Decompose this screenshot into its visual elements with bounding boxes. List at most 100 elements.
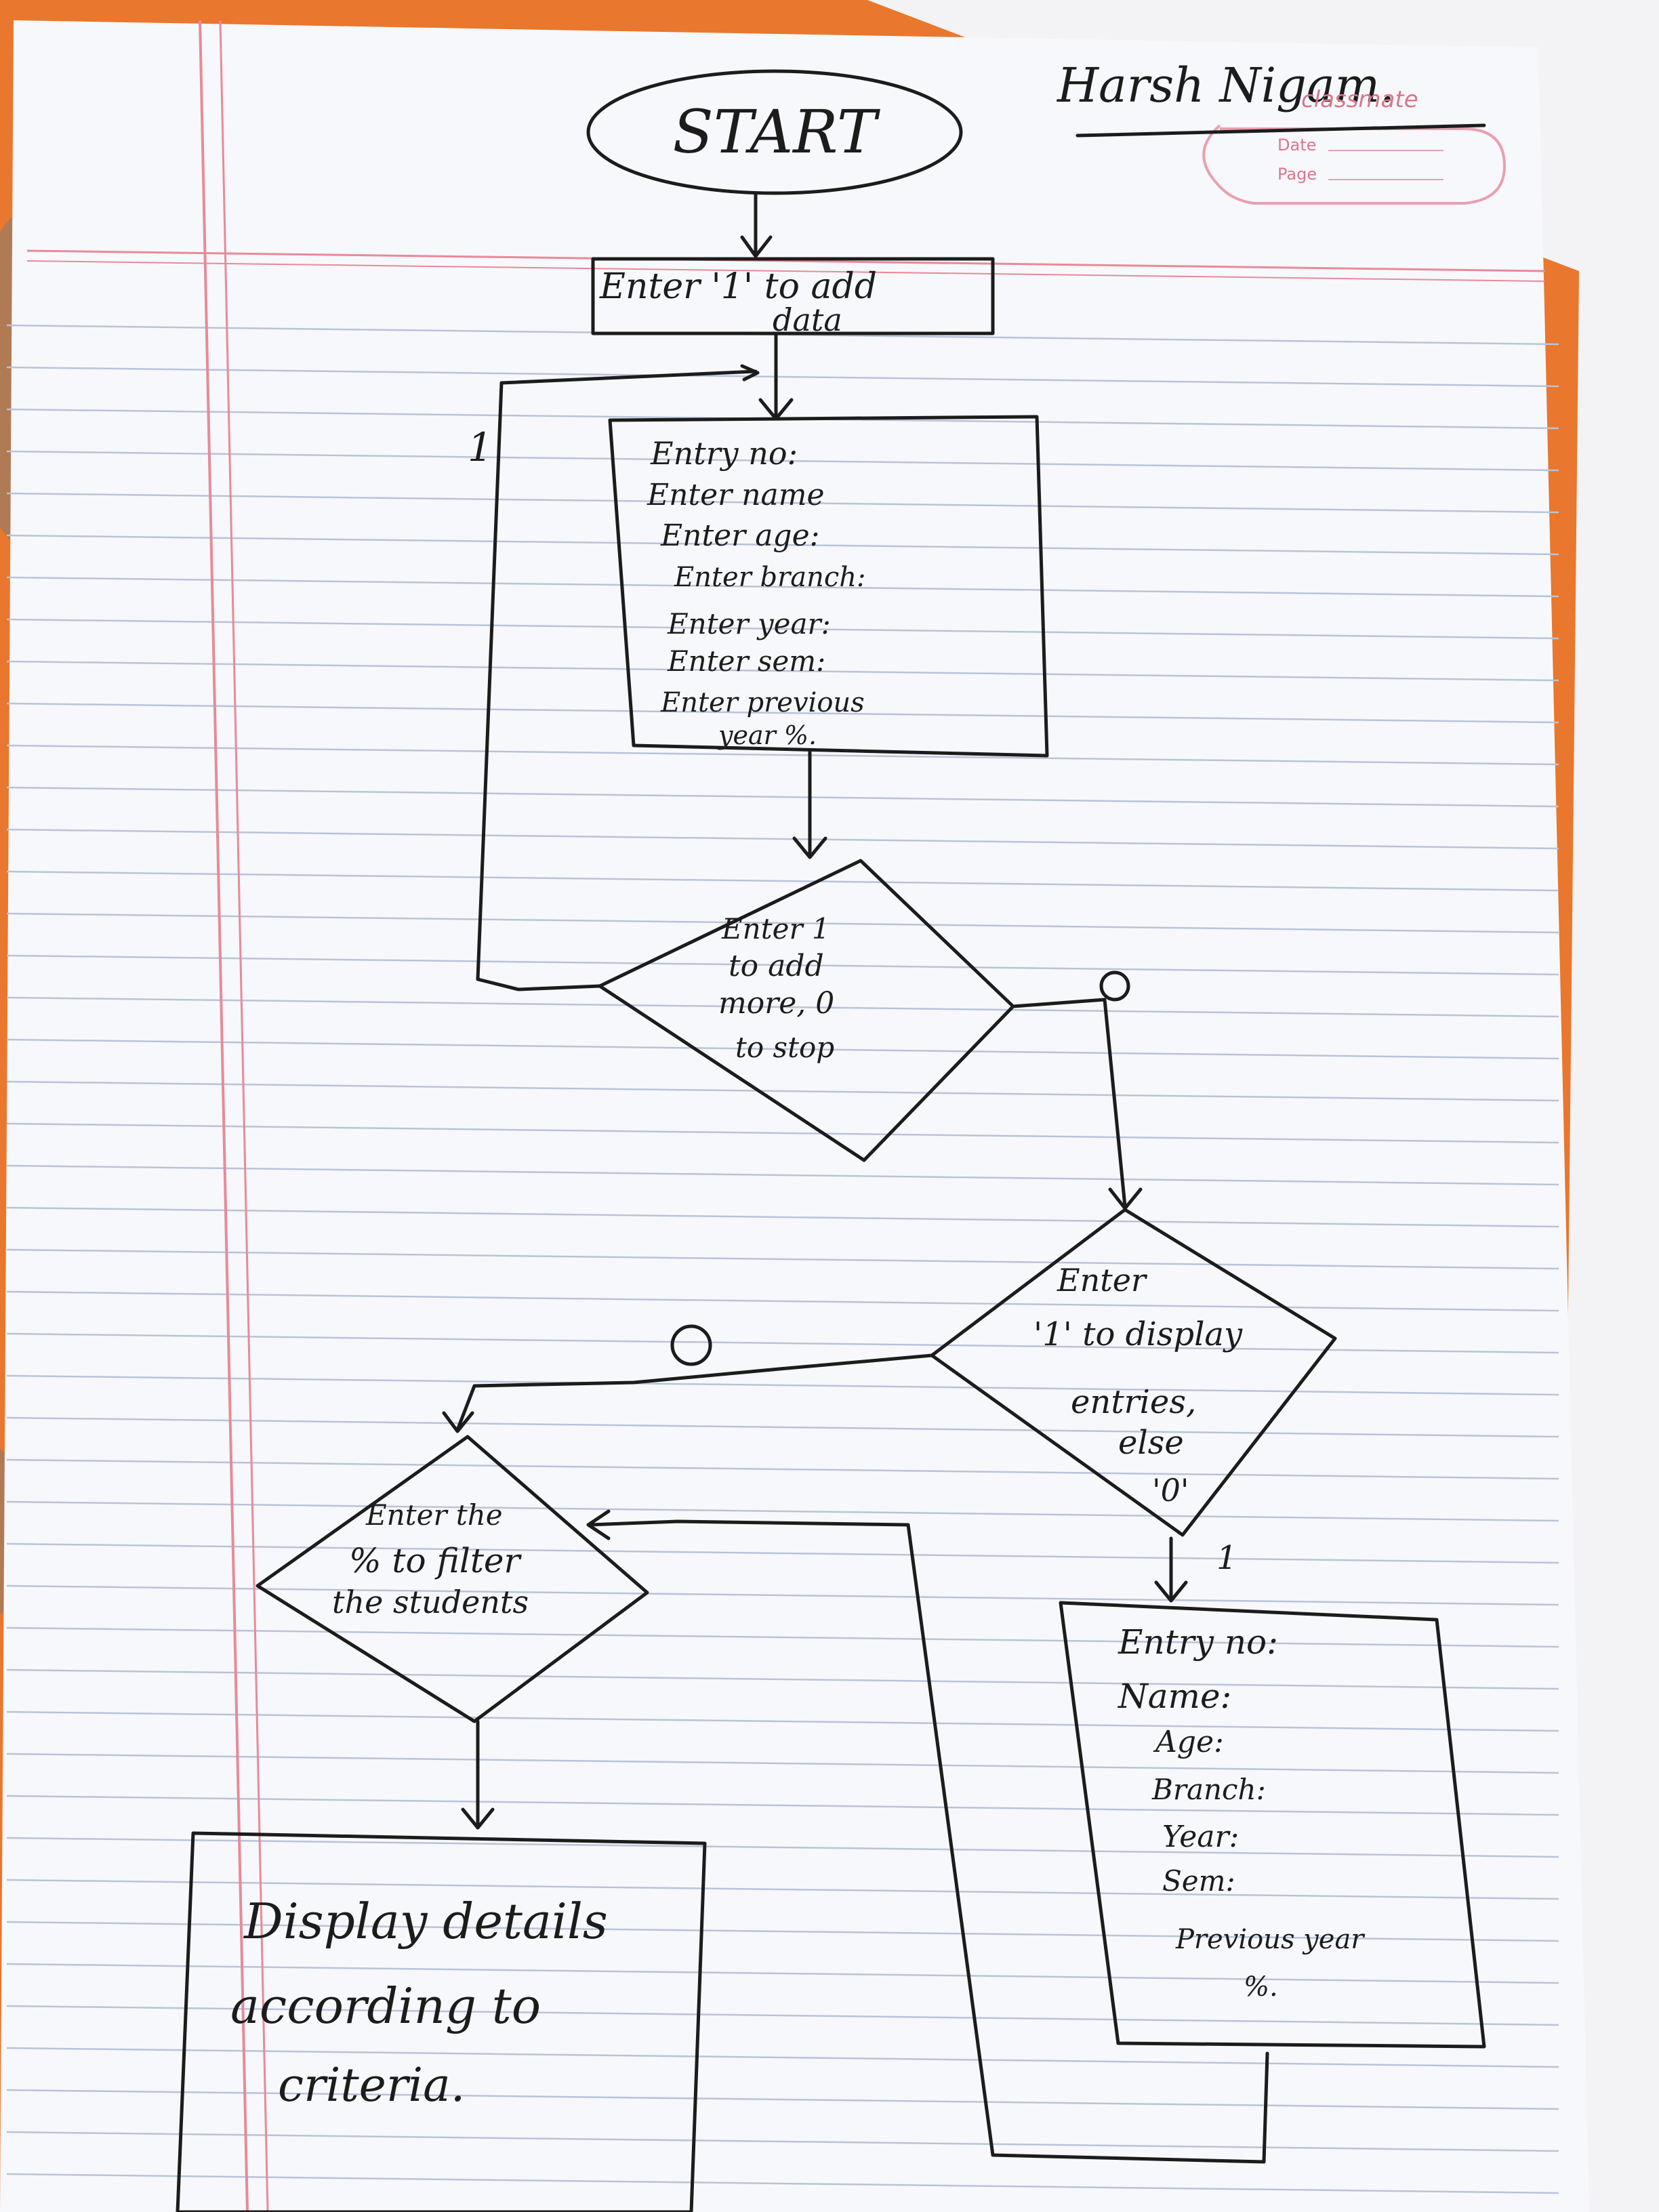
decision-display-text: Enter '1' to display entries, else '0' [1033,1262,1243,1509]
input-line: Entry no: [650,435,798,472]
ruled-line [6,786,1559,808]
display-zero-mark [670,1324,712,1366]
arrow-display-box-to-filter [586,1509,1269,2164]
brand-logo: classmate [1301,86,1418,113]
input-data-lines: Entry no: Enter name Enter age: Enter br… [647,435,866,750]
decision-filter [255,1435,649,1723]
ruled-line [6,828,1559,850]
decision-display [930,1208,1337,1537]
display-line: Previous year [1175,1924,1366,1955]
arrow-display-zero-to-filter [442,1353,934,1433]
margin-line [199,20,249,2212]
decision-display-line: else [1118,1424,1184,1462]
display-line: Age: [1153,1725,1224,1759]
decision-display-line: '0' [1152,1472,1189,1509]
ruled-line [6,1374,1559,1396]
display-line: Name: [1118,1677,1231,1716]
decision-filter-line: the students [332,1584,529,1620]
ruled-line [6,1458,1559,1480]
ruled-line [6,2005,1559,2026]
ruled-line [6,2047,1559,2068]
input-line: Enter name [647,478,825,512]
display-line: Branch: [1151,1773,1266,1806]
ruled-line [6,2173,1559,2194]
decision-filter-text: Enter the % to filter the students [332,1498,529,1620]
top-rule-2 [26,260,1546,282]
decision-more-line: to add [729,949,824,983]
decision-filter-line: Enter the [365,1498,503,1532]
page-label: Page [1277,165,1317,184]
input-line: Enter year: [667,607,831,640]
more-zero-mark [1099,970,1130,1002]
display-line: Sem: [1162,1864,1235,1898]
display-line: Year: [1162,1820,1239,1854]
decision-add-more [598,859,1015,1162]
ruled-line [6,366,1559,388]
ruled-line [6,1711,1559,1732]
ruled-line [6,870,1559,892]
ruled-line [6,1122,1559,1144]
ruled-line [6,1668,1559,1690]
ruled-line [6,1080,1559,1102]
logo-swoosh [1202,124,1507,205]
ruled-line [6,1038,1559,1060]
decision-display-line: entries, [1071,1383,1196,1421]
ruled-line [6,450,1559,472]
result-text: Display details according to criteria. [230,1893,608,2112]
input-data-box [608,415,1049,758]
input-line: year %. [717,720,817,750]
display-data-lines: Entry no: Name: Age: Branch: Year: Sem: … [1118,1622,1366,2003]
result-line: criteria. [278,2059,465,2112]
ruled-line [6,1626,1559,1648]
display-data-box [1059,1601,1486,2049]
ruled-line [6,534,1559,556]
arrow-input-to-decision [792,750,827,859]
ruled-line [6,1332,1559,1354]
ruled-line [6,1837,1559,1858]
ruled-line [6,1963,1559,1984]
result-box [176,1831,707,2212]
ruled-line [6,996,1559,1018]
classmate-header: Harsh Nigam. classmate Date Page [1056,58,1507,205]
ruled-line [6,1248,1559,1270]
decision-more-line: to stop [735,1031,834,1064]
decision-more-line: more, 0 [718,986,834,1021]
ruled-line [6,576,1559,598]
author-name: Harsh Nigam. [1056,58,1395,113]
result-line: Display details [243,1893,608,1950]
input-line: Enter previous [660,687,865,718]
ruled-line [6,1795,1559,1816]
input-line: Enter sem: [667,644,825,678]
ruled-line [6,1416,1559,1438]
ruled-line [6,660,1559,682]
input-line: Enter branch: [674,562,866,593]
start-label: START [672,97,880,167]
ruled-line [6,954,1559,976]
ruled-line [6,1879,1559,1900]
decision-display-line: Enter [1057,1262,1148,1298]
display-line: %. [1244,1971,1278,2003]
date-label: Date [1277,136,1316,155]
ruled-line [6,1206,1559,1228]
ruled-line [6,1921,1559,1942]
start-terminal [586,69,963,195]
ruled-line [6,744,1559,766]
ruled-line [6,492,1559,514]
arrow-filter-to-result [461,1719,495,1830]
arrow-display-one-to-box [1154,1536,1188,1603]
display-one-label: 1 [1216,1539,1237,1577]
name-underline [1076,123,1486,138]
prompt-add-box [591,257,995,335]
ruled-line [6,912,1559,934]
arrow-start-to-prompt [740,191,773,258]
loop-label-one: 1 [468,424,493,470]
result-line: according to [230,1978,541,2034]
decision-filter-line: % to filter [349,1541,523,1580]
decision-more-line: Enter 1 [721,912,830,945]
input-line: Enter age: [660,518,819,553]
margin-line-2 [219,20,269,2212]
decision-display-line: '1' to display [1033,1315,1243,1353]
ruled-line [6,1753,1559,1774]
ruled-line [6,1290,1559,1312]
ruled-line [6,1542,1559,1564]
